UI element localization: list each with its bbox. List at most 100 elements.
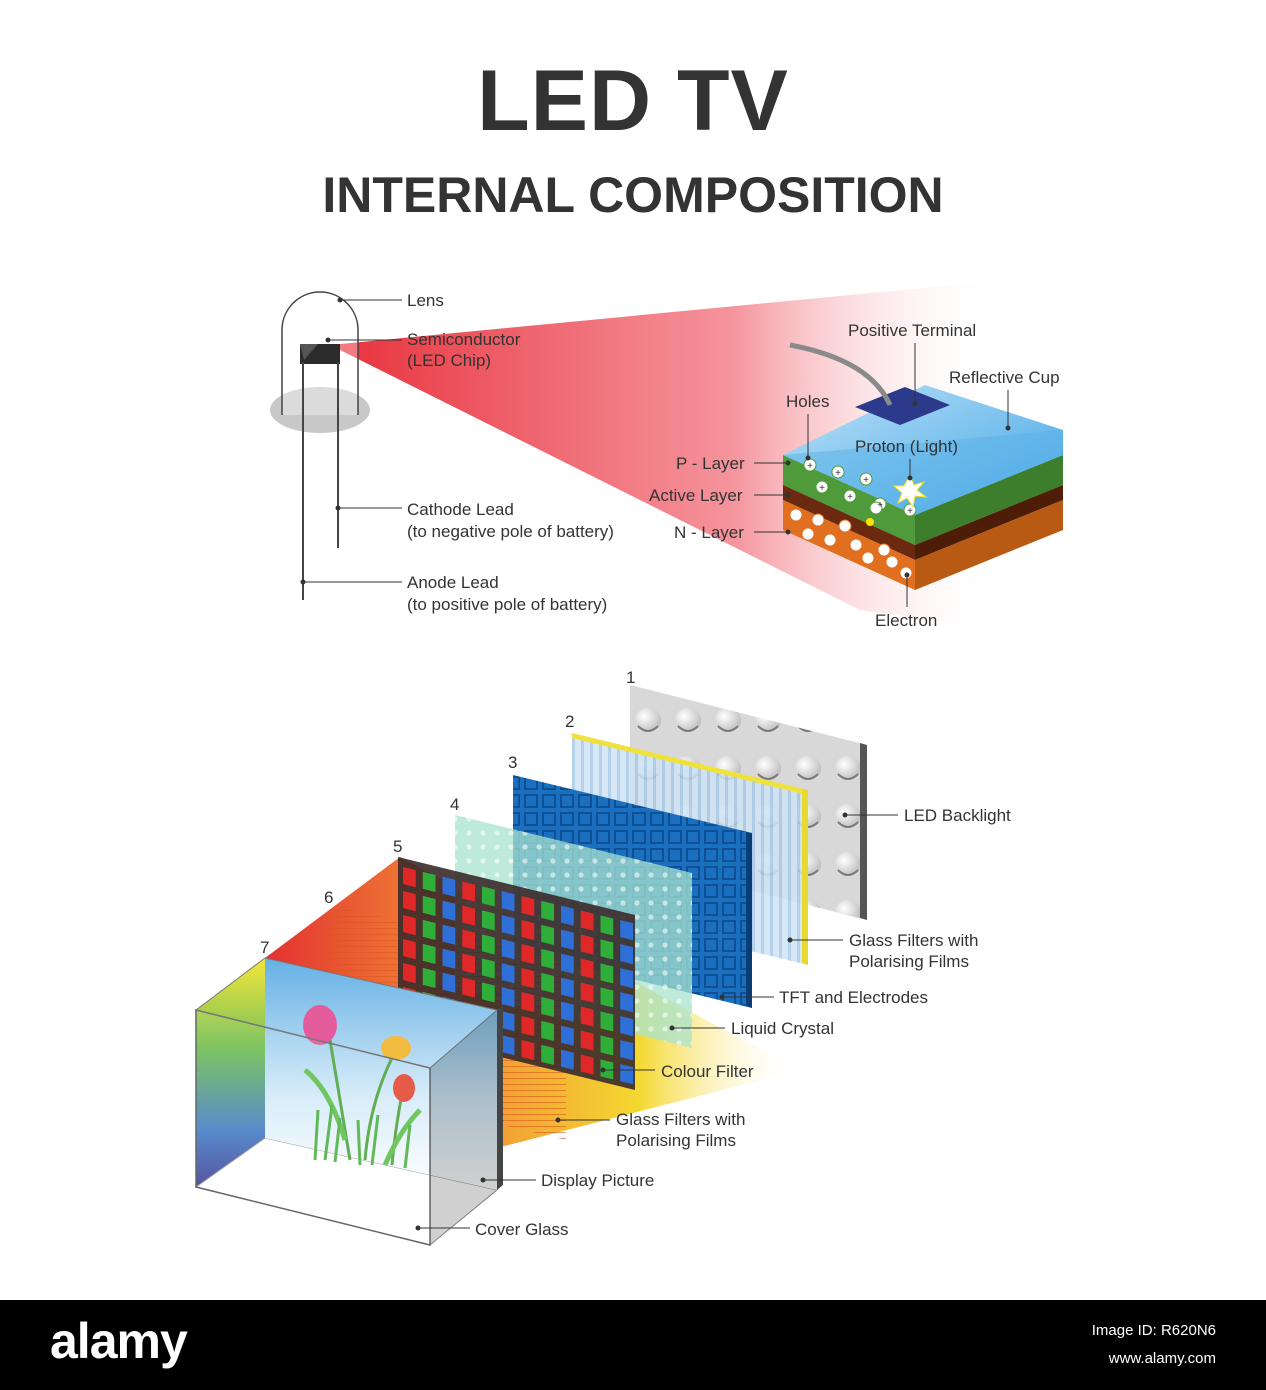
colour-filter-cell bbox=[521, 920, 535, 941]
positive-terminal-pad bbox=[855, 387, 950, 425]
colour-filter-cell bbox=[501, 963, 515, 984]
colour-filter-cell bbox=[482, 958, 495, 979]
label-semiconductor-sub: (LED Chip) bbox=[407, 351, 491, 370]
colour-filter-cell bbox=[561, 1001, 574, 1022]
layer-number-7: 7 bbox=[260, 938, 269, 957]
image-id: Image ID: R620N6 bbox=[1091, 1322, 1216, 1339]
colour-filter-cell bbox=[580, 934, 594, 955]
colour-filter-cell bbox=[501, 915, 515, 936]
layer-labels: LED Backlight Glass Filters with Polaris… bbox=[415, 806, 1011, 1239]
colour-filter-cell bbox=[541, 1020, 554, 1041]
svg-text:+: + bbox=[863, 475, 869, 486]
colour-filter-cell bbox=[403, 963, 416, 984]
label-display-picture: Display Picture bbox=[541, 1171, 654, 1190]
colour-filter-cell bbox=[462, 929, 475, 950]
colour-filter-cell bbox=[462, 977, 475, 998]
colour-filter-cell bbox=[561, 905, 574, 926]
colour-filter-cell bbox=[482, 934, 495, 955]
colour-filter-cell bbox=[422, 919, 436, 940]
colour-filter-cell bbox=[482, 982, 495, 1003]
colour-filter-cell bbox=[620, 992, 633, 1013]
colour-filter-cell bbox=[462, 905, 475, 926]
colour-filter-cell bbox=[442, 900, 456, 921]
site-url[interactable]: www.alamy.com bbox=[1108, 1350, 1216, 1367]
label-cathode-lead: Cathode Lead bbox=[407, 500, 514, 519]
label-liquid-crystal: Liquid Crystal bbox=[731, 1019, 834, 1038]
colour-filter-cell bbox=[600, 915, 614, 936]
label-cathode-lead-sub: (to negative pole of battery) bbox=[407, 522, 614, 541]
colour-filter-cell bbox=[541, 996, 554, 1017]
colour-filter-cell bbox=[521, 944, 535, 965]
colour-filter-cell bbox=[521, 896, 535, 917]
colour-filter-cell bbox=[541, 1044, 554, 1065]
colour-filter-cell bbox=[620, 1016, 633, 1037]
brand-logo: alamy bbox=[50, 1313, 188, 1369]
layer-number-1: 1 bbox=[626, 668, 635, 687]
colour-filter-cell bbox=[620, 1040, 633, 1061]
colour-filter-cell bbox=[403, 915, 416, 936]
colour-filter-cell bbox=[501, 1035, 515, 1056]
colour-filter-cell bbox=[561, 977, 574, 998]
label-lens: Lens bbox=[407, 291, 444, 310]
colour-filter-cell bbox=[580, 1054, 594, 1075]
colour-filter-cell bbox=[561, 929, 574, 950]
label-colour-filter: Colour Filter bbox=[661, 1062, 754, 1081]
layer-display-picture bbox=[265, 958, 503, 1190]
colour-filter-cell bbox=[403, 891, 416, 912]
colour-filter-cell bbox=[561, 1025, 574, 1046]
colour-filter-cell bbox=[501, 1011, 515, 1032]
footer-bar: alamy Image ID: R620N6 www.alamy.com bbox=[0, 1300, 1266, 1390]
colour-filter-cell bbox=[620, 920, 633, 941]
svg-text:+: + bbox=[907, 506, 913, 517]
label-glass-filters-front: Glass Filters with bbox=[616, 1110, 745, 1129]
colour-filter-cell bbox=[561, 1049, 574, 1070]
layer-number-2: 2 bbox=[565, 712, 574, 731]
terminal-wire bbox=[789, 342, 893, 407]
colour-filter-cell bbox=[422, 871, 436, 892]
colour-filter-cell bbox=[403, 867, 416, 888]
colour-filter-cell bbox=[620, 968, 633, 989]
label-p-layer: P - Layer bbox=[676, 454, 745, 473]
label-holes: Holes bbox=[786, 392, 829, 411]
colour-filter-cell bbox=[521, 1016, 535, 1037]
colour-filter-cell bbox=[580, 1030, 594, 1051]
colour-filter-cell bbox=[600, 1011, 614, 1032]
colour-filter-cell bbox=[462, 881, 475, 902]
label-anode-lead: Anode Lead bbox=[407, 573, 499, 592]
colour-filter-cell bbox=[541, 948, 554, 969]
colour-filter-cell bbox=[620, 1064, 633, 1085]
label-n-layer: N - Layer bbox=[674, 523, 744, 542]
colour-filter-cell bbox=[521, 992, 535, 1013]
svg-text:+: + bbox=[819, 483, 825, 494]
label-glass-filters-back-sub: Polarising Films bbox=[849, 952, 969, 971]
colour-filter-cell bbox=[600, 1035, 614, 1056]
page-title: LED TV bbox=[477, 53, 789, 149]
colour-filter-cell bbox=[600, 987, 614, 1008]
colour-filter-cell bbox=[442, 972, 456, 993]
led-tv-diagram: Lens Semiconductor (LED Chip) Cathode Le… bbox=[194, 282, 1063, 1246]
colour-filter-cell bbox=[442, 876, 456, 897]
chip-labels: Positive Terminal Reflective Cup Holes P… bbox=[649, 321, 1060, 630]
colour-filter-cell bbox=[561, 953, 574, 974]
label-proton: Proton (Light) bbox=[855, 437, 958, 456]
led-labels: Lens Semiconductor (LED Chip) Cathode Le… bbox=[300, 291, 614, 614]
photon-burst-icon bbox=[892, 473, 928, 509]
label-electron: Electron bbox=[875, 611, 937, 630]
colour-filter-cell bbox=[600, 1059, 614, 1080]
colour-filter-cell bbox=[580, 958, 594, 979]
colour-filter-cell bbox=[521, 968, 535, 989]
layer-number-3: 3 bbox=[508, 753, 517, 772]
tulip-image bbox=[303, 1005, 422, 1169]
colour-filter-cell bbox=[501, 987, 515, 1008]
colour-filter-cell bbox=[580, 982, 594, 1003]
colour-filter-cell bbox=[541, 972, 554, 993]
colour-filter-cell bbox=[600, 939, 614, 960]
layer-cover-glass bbox=[194, 957, 499, 1246]
label-anode-lead-sub: (to positive pole of battery) bbox=[407, 595, 607, 614]
svg-text:+: + bbox=[877, 500, 883, 511]
label-glass-filters-front-sub: Polarising Films bbox=[616, 1131, 736, 1150]
layer-number-6: 6 bbox=[324, 888, 333, 907]
svg-text:+: + bbox=[807, 461, 813, 472]
colour-filter-cell bbox=[600, 963, 614, 984]
